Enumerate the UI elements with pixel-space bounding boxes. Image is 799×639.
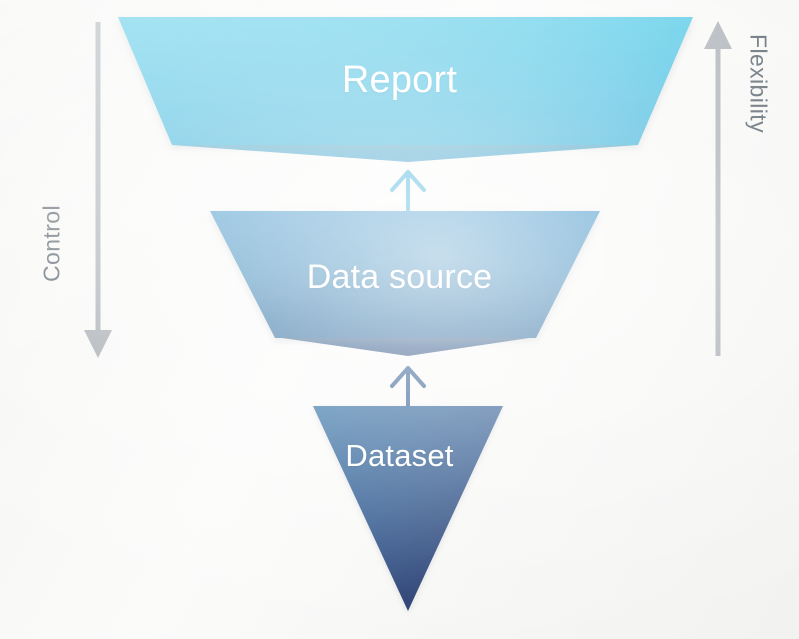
flexibility-axis-arrowhead-up bbox=[704, 21, 732, 49]
stage-report[interactable] bbox=[118, 17, 693, 162]
report-trapezoid bbox=[118, 17, 693, 145]
control-axis-label: Control bbox=[38, 205, 65, 282]
control-axis-arrowhead-down bbox=[84, 330, 112, 358]
stage-data-source[interactable] bbox=[210, 211, 600, 356]
flexibility-axis-label: Flexibility bbox=[745, 34, 772, 133]
stage-dataset[interactable] bbox=[313, 406, 503, 611]
dataset-triangle bbox=[313, 406, 503, 611]
report-label: Report bbox=[341, 59, 458, 101]
data-source-label: Data source bbox=[306, 258, 493, 296]
report-fold-shadow bbox=[172, 145, 638, 162]
dataset-label: Dataset bbox=[345, 438, 454, 473]
connector-data-source-to-report bbox=[390, 170, 426, 211]
connector-lower-arrowhead bbox=[390, 366, 426, 388]
flexibility-axis bbox=[704, 21, 732, 356]
control-axis bbox=[84, 22, 112, 358]
connector-dataset-to-data-source bbox=[390, 366, 426, 406]
connector-upper-arrowhead bbox=[390, 170, 426, 192]
data-source-trapezoid bbox=[210, 211, 600, 338]
data-source-fold-shadow bbox=[275, 337, 536, 356]
